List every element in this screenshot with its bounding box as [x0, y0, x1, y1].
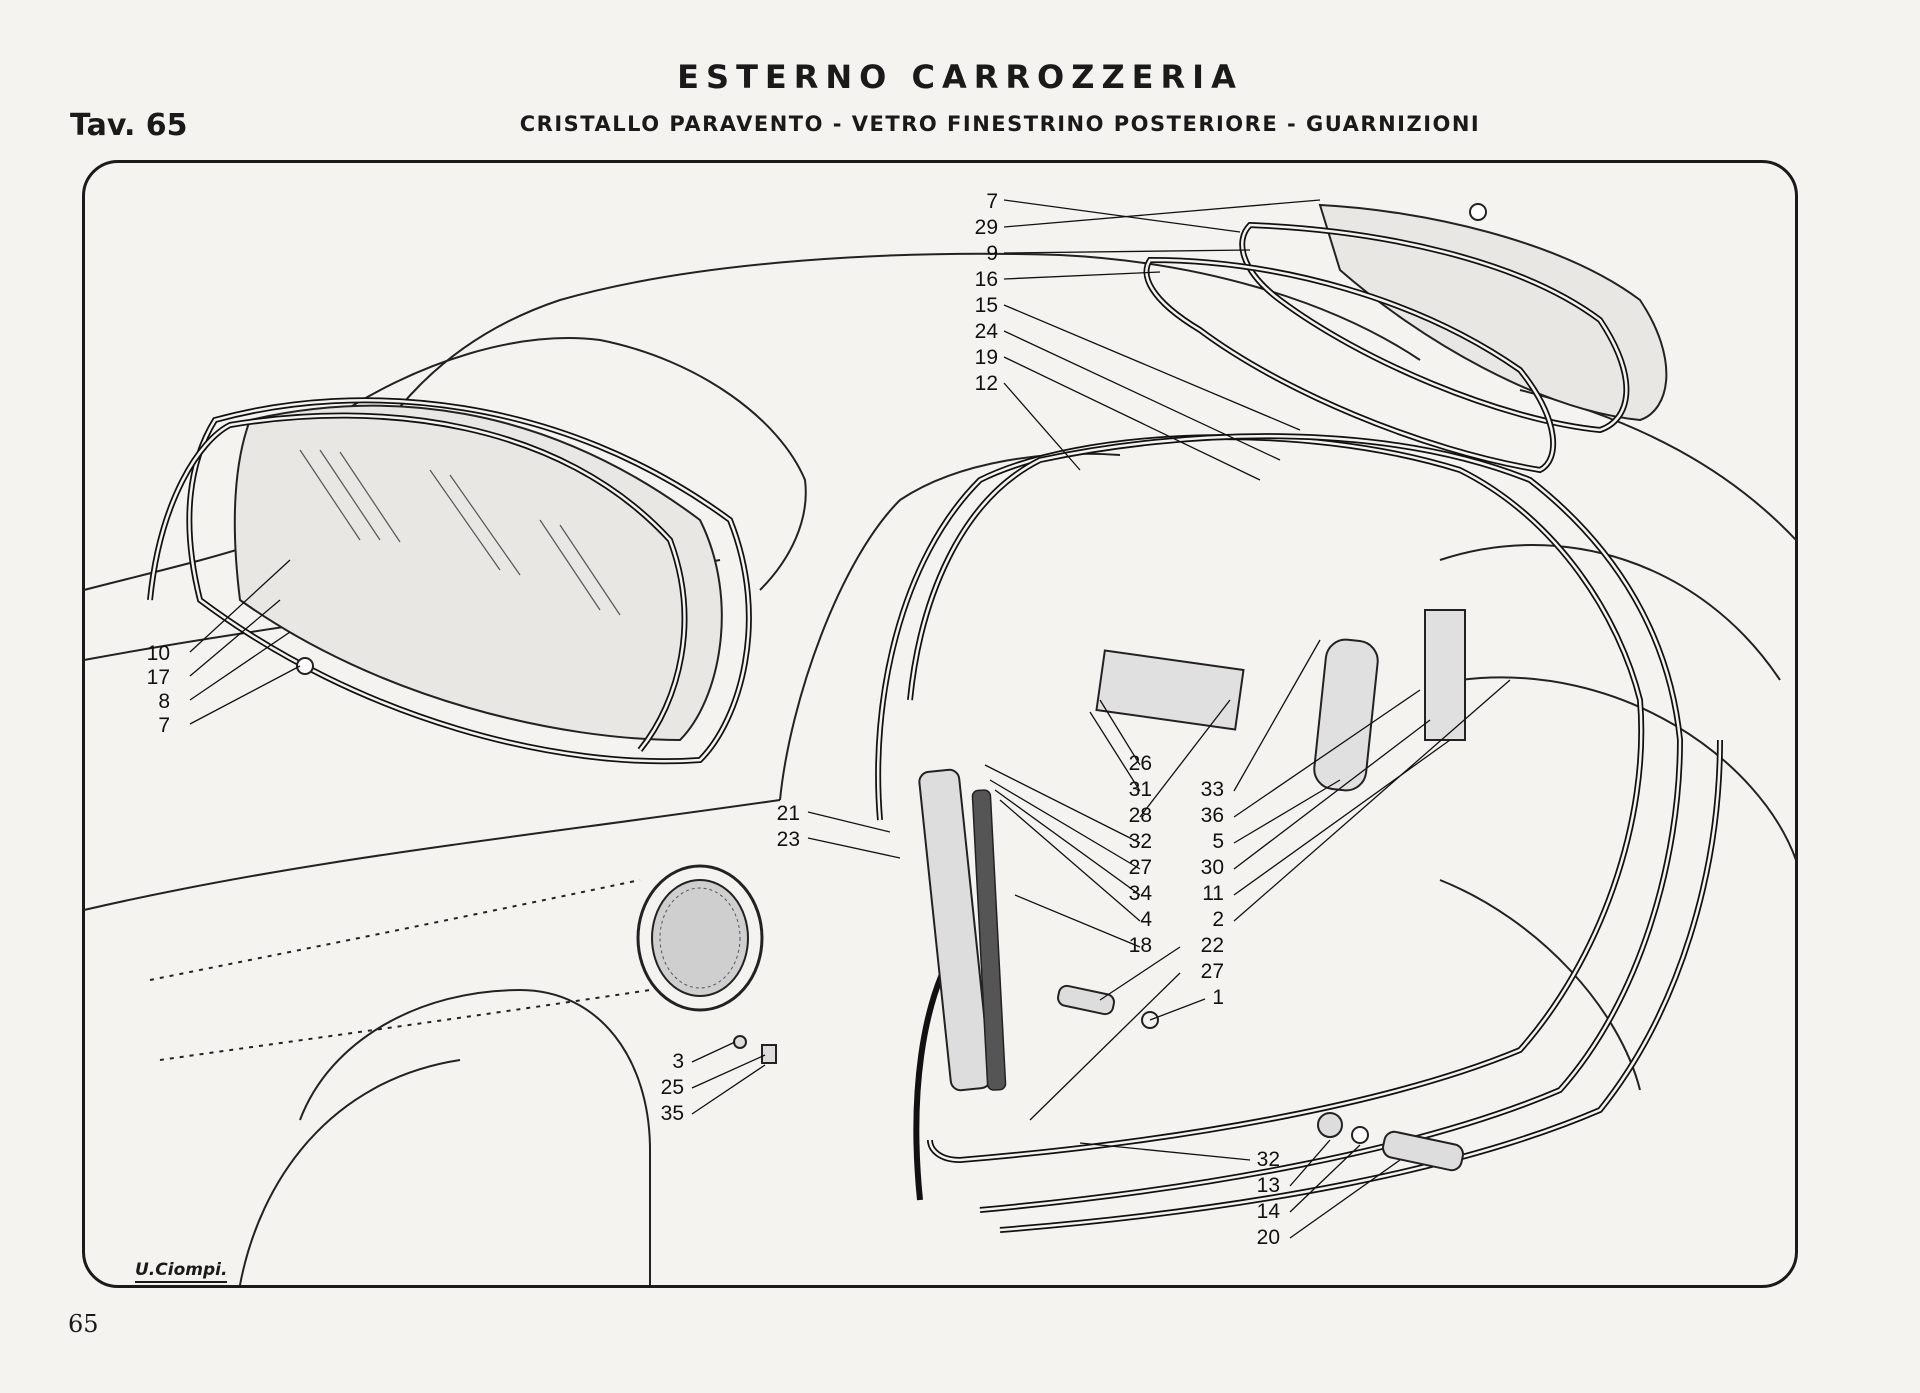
callouts-hinge: 21 23 — [777, 802, 800, 851]
callouts-rear-window: 7 29 9 16 15 24 19 12 — [975, 190, 999, 395]
callout-label: 3 — [672, 1050, 684, 1073]
callouts-door-center: 26 31 28 32 27 34 4 18 — [1129, 752, 1153, 957]
callout-label: 9 — [986, 242, 998, 265]
callout-label: 30 — [1201, 856, 1224, 879]
callout-label: 34 — [1129, 882, 1153, 905]
callout-label: 23 — [777, 828, 800, 851]
callout-label: 27 — [1201, 960, 1224, 983]
callout-label: 5 — [1212, 830, 1224, 853]
callouts-fuel-cap: 3 25 35 — [661, 1050, 684, 1125]
callout-label: 35 — [661, 1102, 684, 1125]
callout-label: 32 — [1129, 830, 1152, 853]
callout-label: 12 — [975, 372, 998, 395]
callout-label: 25 — [661, 1076, 684, 1099]
callout-label: 4 — [1140, 908, 1152, 931]
callout-label: 2 — [1212, 908, 1224, 931]
callout-label: 20 — [1257, 1226, 1280, 1249]
callout-label: 11 — [1202, 882, 1224, 905]
callout-label: 16 — [975, 268, 998, 291]
callout-label: 21 — [777, 802, 800, 825]
page-number: 65 — [68, 1310, 99, 1338]
fuel-cap — [636, 864, 764, 1012]
callout-label: 7 — [158, 714, 170, 737]
callout-label: 27 — [1129, 856, 1152, 879]
rear-window-assembly — [1143, 203, 1668, 474]
callout-label: 13 — [1257, 1174, 1280, 1197]
callout-label: 29 — [975, 216, 998, 239]
leader-lines — [189, 199, 1511, 1239]
table-number: Tav. 65 — [70, 108, 188, 143]
callout-label: 31 — [1129, 778, 1152, 801]
callout-label: 17 — [147, 666, 170, 689]
callout-label: 24 — [975, 320, 999, 343]
artist-signature: U.Ciompi. — [135, 1260, 228, 1283]
callout-label: 18 — [1129, 934, 1152, 957]
callouts-bottom-right: 32 13 14 20 — [1257, 1148, 1281, 1249]
callout-label: 10 — [147, 642, 170, 665]
callout-label: 28 — [1129, 804, 1152, 827]
callout-label: 14 — [1257, 1200, 1281, 1223]
callout-label: 8 — [158, 690, 170, 713]
windshield-assembly — [147, 397, 752, 765]
callout-label: 26 — [1129, 752, 1152, 775]
callout-label: 7 — [986, 190, 998, 213]
callouts-door-right: 33 36 5 30 11 2 22 27 1 — [1201, 778, 1224, 1009]
callout-label: 15 — [975, 294, 998, 317]
diagram-frame — [82, 160, 1798, 1288]
callout-label: 33 — [1201, 778, 1224, 801]
callout-label: 1 — [1212, 986, 1224, 1009]
callout-label: 22 — [1201, 934, 1224, 957]
callout-label: 32 — [1257, 1148, 1280, 1171]
door-hardware — [733, 609, 1466, 1172]
door-seal-assembly — [875, 433, 1723, 1233]
page-title: ESTERNO CARROZZERIA — [677, 58, 1243, 96]
callout-label: 36 — [1201, 804, 1224, 827]
callouts-windshield: 10 17 8 7 — [147, 642, 170, 737]
callout-label: 19 — [975, 346, 998, 369]
page-subtitle: CRISTALLO PARAVENTO - VETRO FINESTRINO P… — [519, 112, 1481, 136]
